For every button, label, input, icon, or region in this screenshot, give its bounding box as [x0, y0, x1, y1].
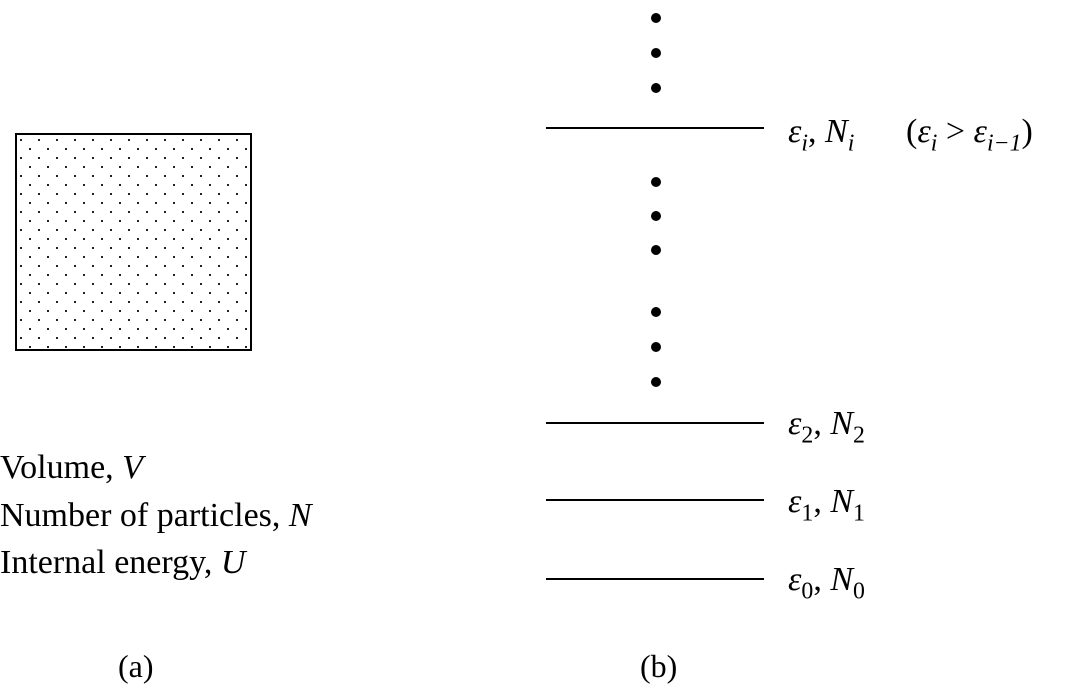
gas-container-box [15, 133, 252, 351]
energy-level-0-label: ε0, N0 [788, 561, 865, 605]
ellipsis-dot [651, 245, 661, 255]
ellipsis-dot [651, 377, 661, 387]
ellipsis-dot [651, 307, 661, 317]
ellipsis-dot [651, 211, 661, 221]
energy-level-0-line [546, 578, 764, 580]
ellipsis-dot [651, 48, 661, 58]
property-volume: Volume, V [0, 449, 143, 486]
energy-level-1-line [546, 499, 764, 501]
ellipsis-dot [651, 13, 661, 23]
energy-ordering-condition: (εi > εi−1) [906, 113, 1033, 157]
panel-b-label: (b) [640, 648, 678, 684]
energy-level-i-label: εi, Ni [788, 113, 855, 157]
property-internal-energy: Internal energy, U [0, 544, 246, 581]
ellipsis-dot [651, 177, 661, 187]
ellipsis-dot [651, 83, 661, 93]
energy-level-1-label: ε1, N1 [788, 483, 865, 527]
energy-level-i-line [546, 127, 764, 129]
energy-level-2-label: ε2, N2 [788, 405, 865, 449]
property-particle-count: Number of particles, N [0, 497, 312, 534]
energy-level-2-line [546, 422, 764, 424]
ellipsis-dot [651, 342, 661, 352]
panel-a-label: (a) [118, 648, 154, 684]
